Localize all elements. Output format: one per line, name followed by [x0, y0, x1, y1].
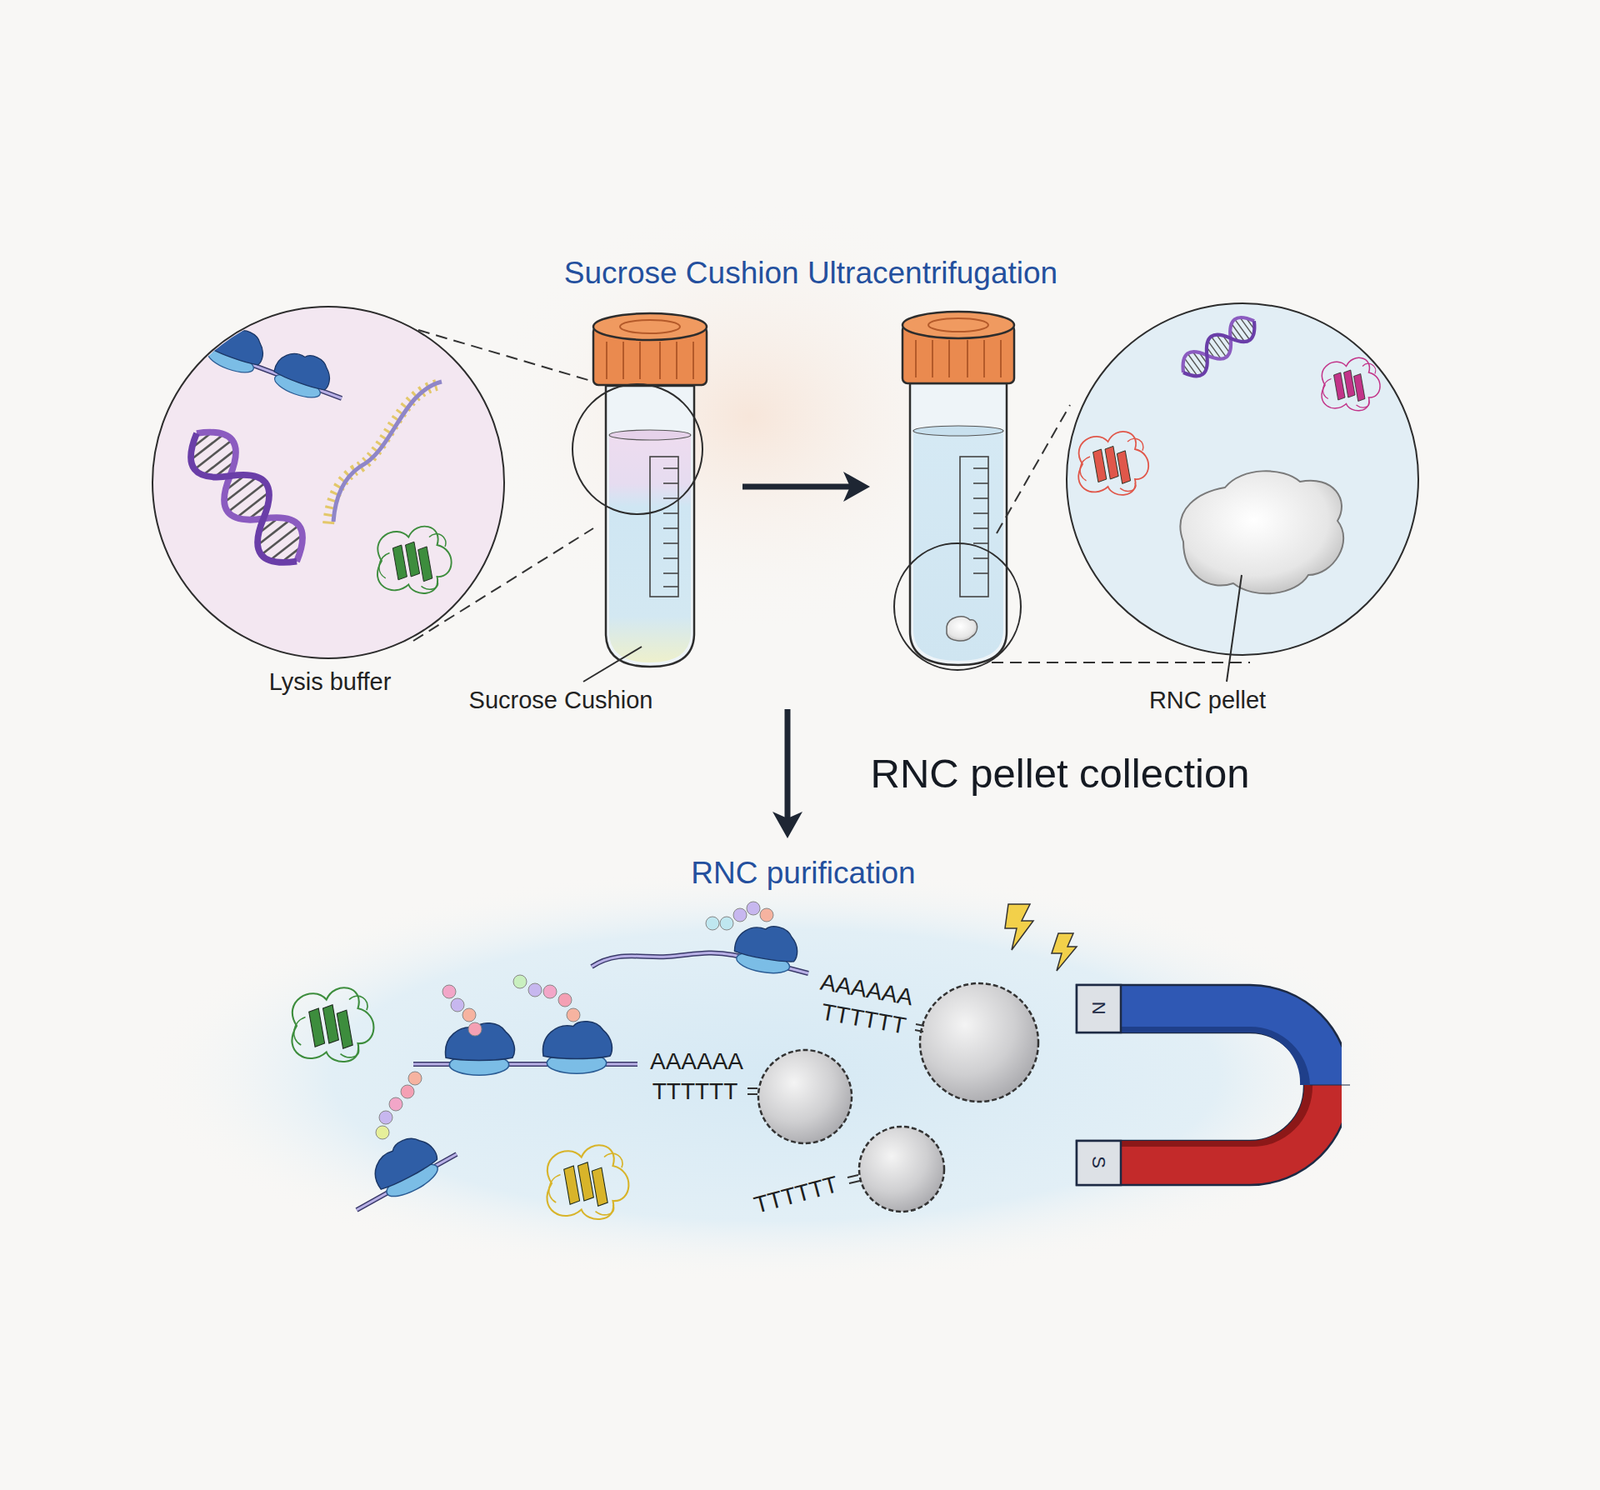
sequence-label: TTTTTT [652, 1078, 739, 1105]
pellet-view [1066, 303, 1419, 682]
step-arrow [772, 709, 803, 839]
step-arrow [742, 471, 870, 502]
purification-scene [291, 901, 1350, 1220]
lysis-view [152, 306, 597, 659]
sequence-label: AAAAAA [650, 1048, 744, 1075]
step-label: RNC pellet collection [870, 750, 1250, 797]
sequence-label: TTTTTT [750, 1170, 840, 1220]
tube-before [572, 313, 707, 682]
section-title: RNC purification [690, 855, 915, 892]
part-label: Lysis buffer [269, 668, 392, 696]
pole-label: N [1087, 1001, 1109, 1015]
section-title: Sucrose Cushion Ultracentrifugation [564, 255, 1058, 292]
part-label: RNC pellet [1149, 686, 1266, 715]
pole-label: S [1087, 1156, 1109, 1170]
ground [141, 866, 1409, 1284]
part-label: Sucrose Cushion [469, 686, 654, 715]
